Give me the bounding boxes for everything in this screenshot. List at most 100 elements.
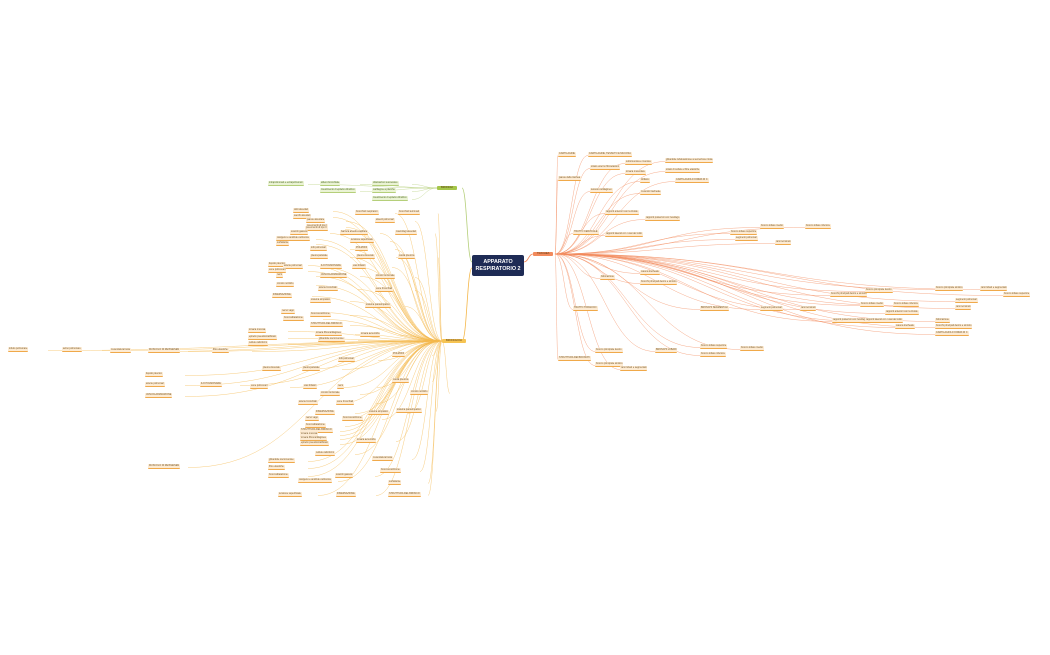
map-node[interactable]: carena tracheale: [895, 324, 915, 329]
map-node[interactable]: bronco lobare medio: [760, 224, 784, 229]
map-node[interactable]: broncocostrizione: [310, 312, 331, 317]
map-node[interactable]: liquido pleurico: [145, 372, 163, 377]
map-node[interactable]: cartilagine a placche: [372, 188, 396, 193]
map-node[interactable]: tonaca avventizia: [360, 332, 381, 337]
map-node[interactable]: INNERVAZIONE: [336, 492, 356, 497]
map-node[interactable]: tensione superficiale: [278, 492, 302, 497]
map-node[interactable]: rapporti anteriori con la tiroide: [605, 210, 639, 215]
branch-trachea[interactable]: TRACHEA: [533, 252, 554, 256]
map-node[interactable]: arterie polmonari: [283, 264, 303, 269]
map-node[interactable]: bronchi principali destro e sinistro: [935, 324, 973, 329]
map-node[interactable]: bronco lobare inferiore: [893, 302, 919, 307]
map-node[interactable]: TRATTO TORACICO: [573, 306, 598, 311]
map-node[interactable]: epitelio pseudostratificato: [300, 441, 329, 446]
map-node[interactable]: STRUTTURA DEI BRONCHI: [558, 356, 591, 361]
map-node[interactable]: pneumociti di tipo II: [305, 226, 328, 231]
map-node[interactable]: cellule caliciformi: [315, 451, 336, 456]
map-node[interactable]: fibre elastiche: [212, 348, 229, 353]
map-node[interactable]: bronco principale destro: [865, 288, 893, 293]
map-node[interactable]: BRONCHI SEGMENTALI: [700, 306, 729, 311]
map-node[interactable]: broncocostrizione: [342, 416, 363, 421]
map-node[interactable]: vene polmonari: [250, 384, 269, 389]
map-node[interactable]: tonaca mucosa: [248, 328, 267, 333]
branch-bronchioles[interactable]: BRONCHIOLI: [442, 339, 467, 343]
map-node[interactable]: ANELLI: [640, 178, 651, 183]
map-node[interactable]: ILO POLMONARE: [200, 382, 222, 387]
map-node[interactable]: rami lobari e segmentali: [980, 286, 1008, 291]
map-node[interactable]: STRUTTURA DEL BRONCO: [388, 492, 421, 497]
map-node[interactable]: sistema parasimpatico: [365, 303, 391, 308]
map-node[interactable]: nervi: [337, 384, 345, 389]
map-node[interactable]: ILO POLMONARE: [320, 264, 342, 269]
map-node[interactable]: intrapolmonari e extrapolmonari: [268, 181, 304, 186]
map-node[interactable]: cellule caliciformi: [248, 341, 269, 346]
map-node[interactable]: cavità pleurica: [392, 378, 410, 383]
map-node[interactable]: pleura viscerale: [262, 366, 281, 371]
map-node[interactable]: circolo nutritizio: [410, 390, 429, 395]
map-node[interactable]: bronco lobare medio: [740, 346, 764, 351]
map-node[interactable]: ghiandole sieromucose: [268, 458, 295, 463]
map-node[interactable]: sistema simpatico: [368, 410, 389, 415]
map-node[interactable]: bronco principale sinistro: [595, 362, 624, 367]
map-node[interactable]: rivestimento di epitelio cilindrico: [372, 196, 408, 201]
map-node[interactable]: rami lobari e segmentali: [620, 366, 648, 371]
map-node[interactable]: TRATTO CERVICALE: [573, 230, 599, 235]
map-node[interactable]: bronchi principali destro e sinistro: [640, 280, 678, 285]
map-node[interactable]: segmenti polmonari: [760, 306, 783, 311]
map-node[interactable]: POLMONI: [355, 246, 369, 251]
map-node[interactable]: vene bronchiali: [375, 287, 394, 292]
map-node[interactable]: sottomucosa e mucosa: [625, 160, 652, 165]
map-node[interactable]: strato di cellule e fibre elastiche: [665, 168, 701, 173]
map-node[interactable]: muscolatura liscia: [372, 456, 393, 461]
map-node[interactable]: circolo funzionale: [320, 391, 341, 396]
map-node[interactable]: broncodilatazione: [305, 423, 326, 428]
map-node[interactable]: CARTILAGINI A FORMA DI C: [675, 178, 709, 183]
map-node[interactable]: muscolo tracheale: [640, 190, 662, 195]
map-node[interactable]: tensione superficiale: [350, 238, 374, 243]
map-node[interactable]: strato esterno fibroelastico: [590, 165, 621, 170]
map-node[interactable]: circolo funzionale: [375, 274, 396, 279]
map-node[interactable]: bronco lobare superiore: [1003, 292, 1031, 297]
map-node[interactable]: CARTILAGINE: [558, 152, 576, 157]
map-node[interactable]: nervo vago: [305, 416, 319, 421]
map-node[interactable]: bronchi principali destro e sinistro: [830, 292, 868, 297]
map-node[interactable]: INNERVAZIONE: [315, 410, 335, 415]
map-node[interactable]: dotti alveolari: [293, 208, 310, 213]
map-node[interactable]: MUSCOLO DI REISSEISEN: [148, 348, 181, 353]
map-node[interactable]: POLMONI: [392, 352, 406, 357]
map-node[interactable]: pleura parietale: [310, 254, 329, 259]
map-node[interactable]: rami terminali: [775, 240, 792, 245]
map-node[interactable]: barriera alveolo-capillare: [340, 230, 369, 235]
map-node[interactable]: nervi: [276, 273, 284, 278]
map-node[interactable]: bronchioli terminali: [398, 210, 420, 215]
map-node[interactable]: BRONCHI LOBARI: [655, 348, 678, 353]
map-node[interactable]: rapporti posteriori con l'esofago: [645, 216, 681, 221]
map-node[interactable]: CARTILAGINI A FORMA DI C: [935, 331, 969, 336]
map-node[interactable]: bronco lobare superiore: [700, 344, 728, 349]
map-node[interactable]: rapporti posteriori con l'esofago: [832, 318, 868, 323]
map-node[interactable]: MUSCOLO DI REISSEISEN: [148, 464, 181, 469]
map-node[interactable]: ossigeno e anidride carbonica: [276, 236, 310, 241]
map-node[interactable]: rivestimento di epitelio cilindrico: [320, 188, 356, 193]
map-node[interactable]: segmenti polmonari: [735, 236, 758, 241]
map-node[interactable]: tessuto cartilagineo: [590, 188, 613, 193]
map-node[interactable]: surfattante: [388, 480, 402, 485]
map-node[interactable]: broncodilatazione: [268, 473, 289, 478]
map-node[interactable]: INNERVAZIONE: [272, 293, 292, 298]
map-node[interactable]: CARTILAGINE, TESSUTO E MUCOSA: [588, 152, 632, 157]
map-node[interactable]: circolo nutritizio: [276, 282, 295, 287]
map-node[interactable]: STRUTTURA DEL BRONCO: [310, 322, 343, 327]
map-node[interactable]: epitelio pseudostratificato: [248, 335, 277, 340]
map-node[interactable]: sacchi alveolari: [293, 214, 312, 219]
map-node[interactable]: rapporti laterali con i vasi del collo: [865, 318, 903, 323]
map-node[interactable]: parete della trachea: [558, 176, 582, 181]
map-node[interactable]: cavità pleurica: [398, 254, 416, 259]
map-node[interactable]: vasi linfatici: [303, 384, 318, 389]
map-node[interactable]: arterie bronchiali: [298, 400, 318, 405]
map-node[interactable]: fibre elastiche: [268, 465, 285, 470]
map-node[interactable]: carena tracheale: [640, 270, 660, 275]
map-node[interactable]: liquido pleurico: [268, 262, 286, 267]
map-node[interactable]: broncocostrizione: [380, 468, 401, 473]
map-node[interactable]: rami terminali: [800, 306, 817, 311]
map-node[interactable]: lobi polmonari: [338, 357, 355, 362]
